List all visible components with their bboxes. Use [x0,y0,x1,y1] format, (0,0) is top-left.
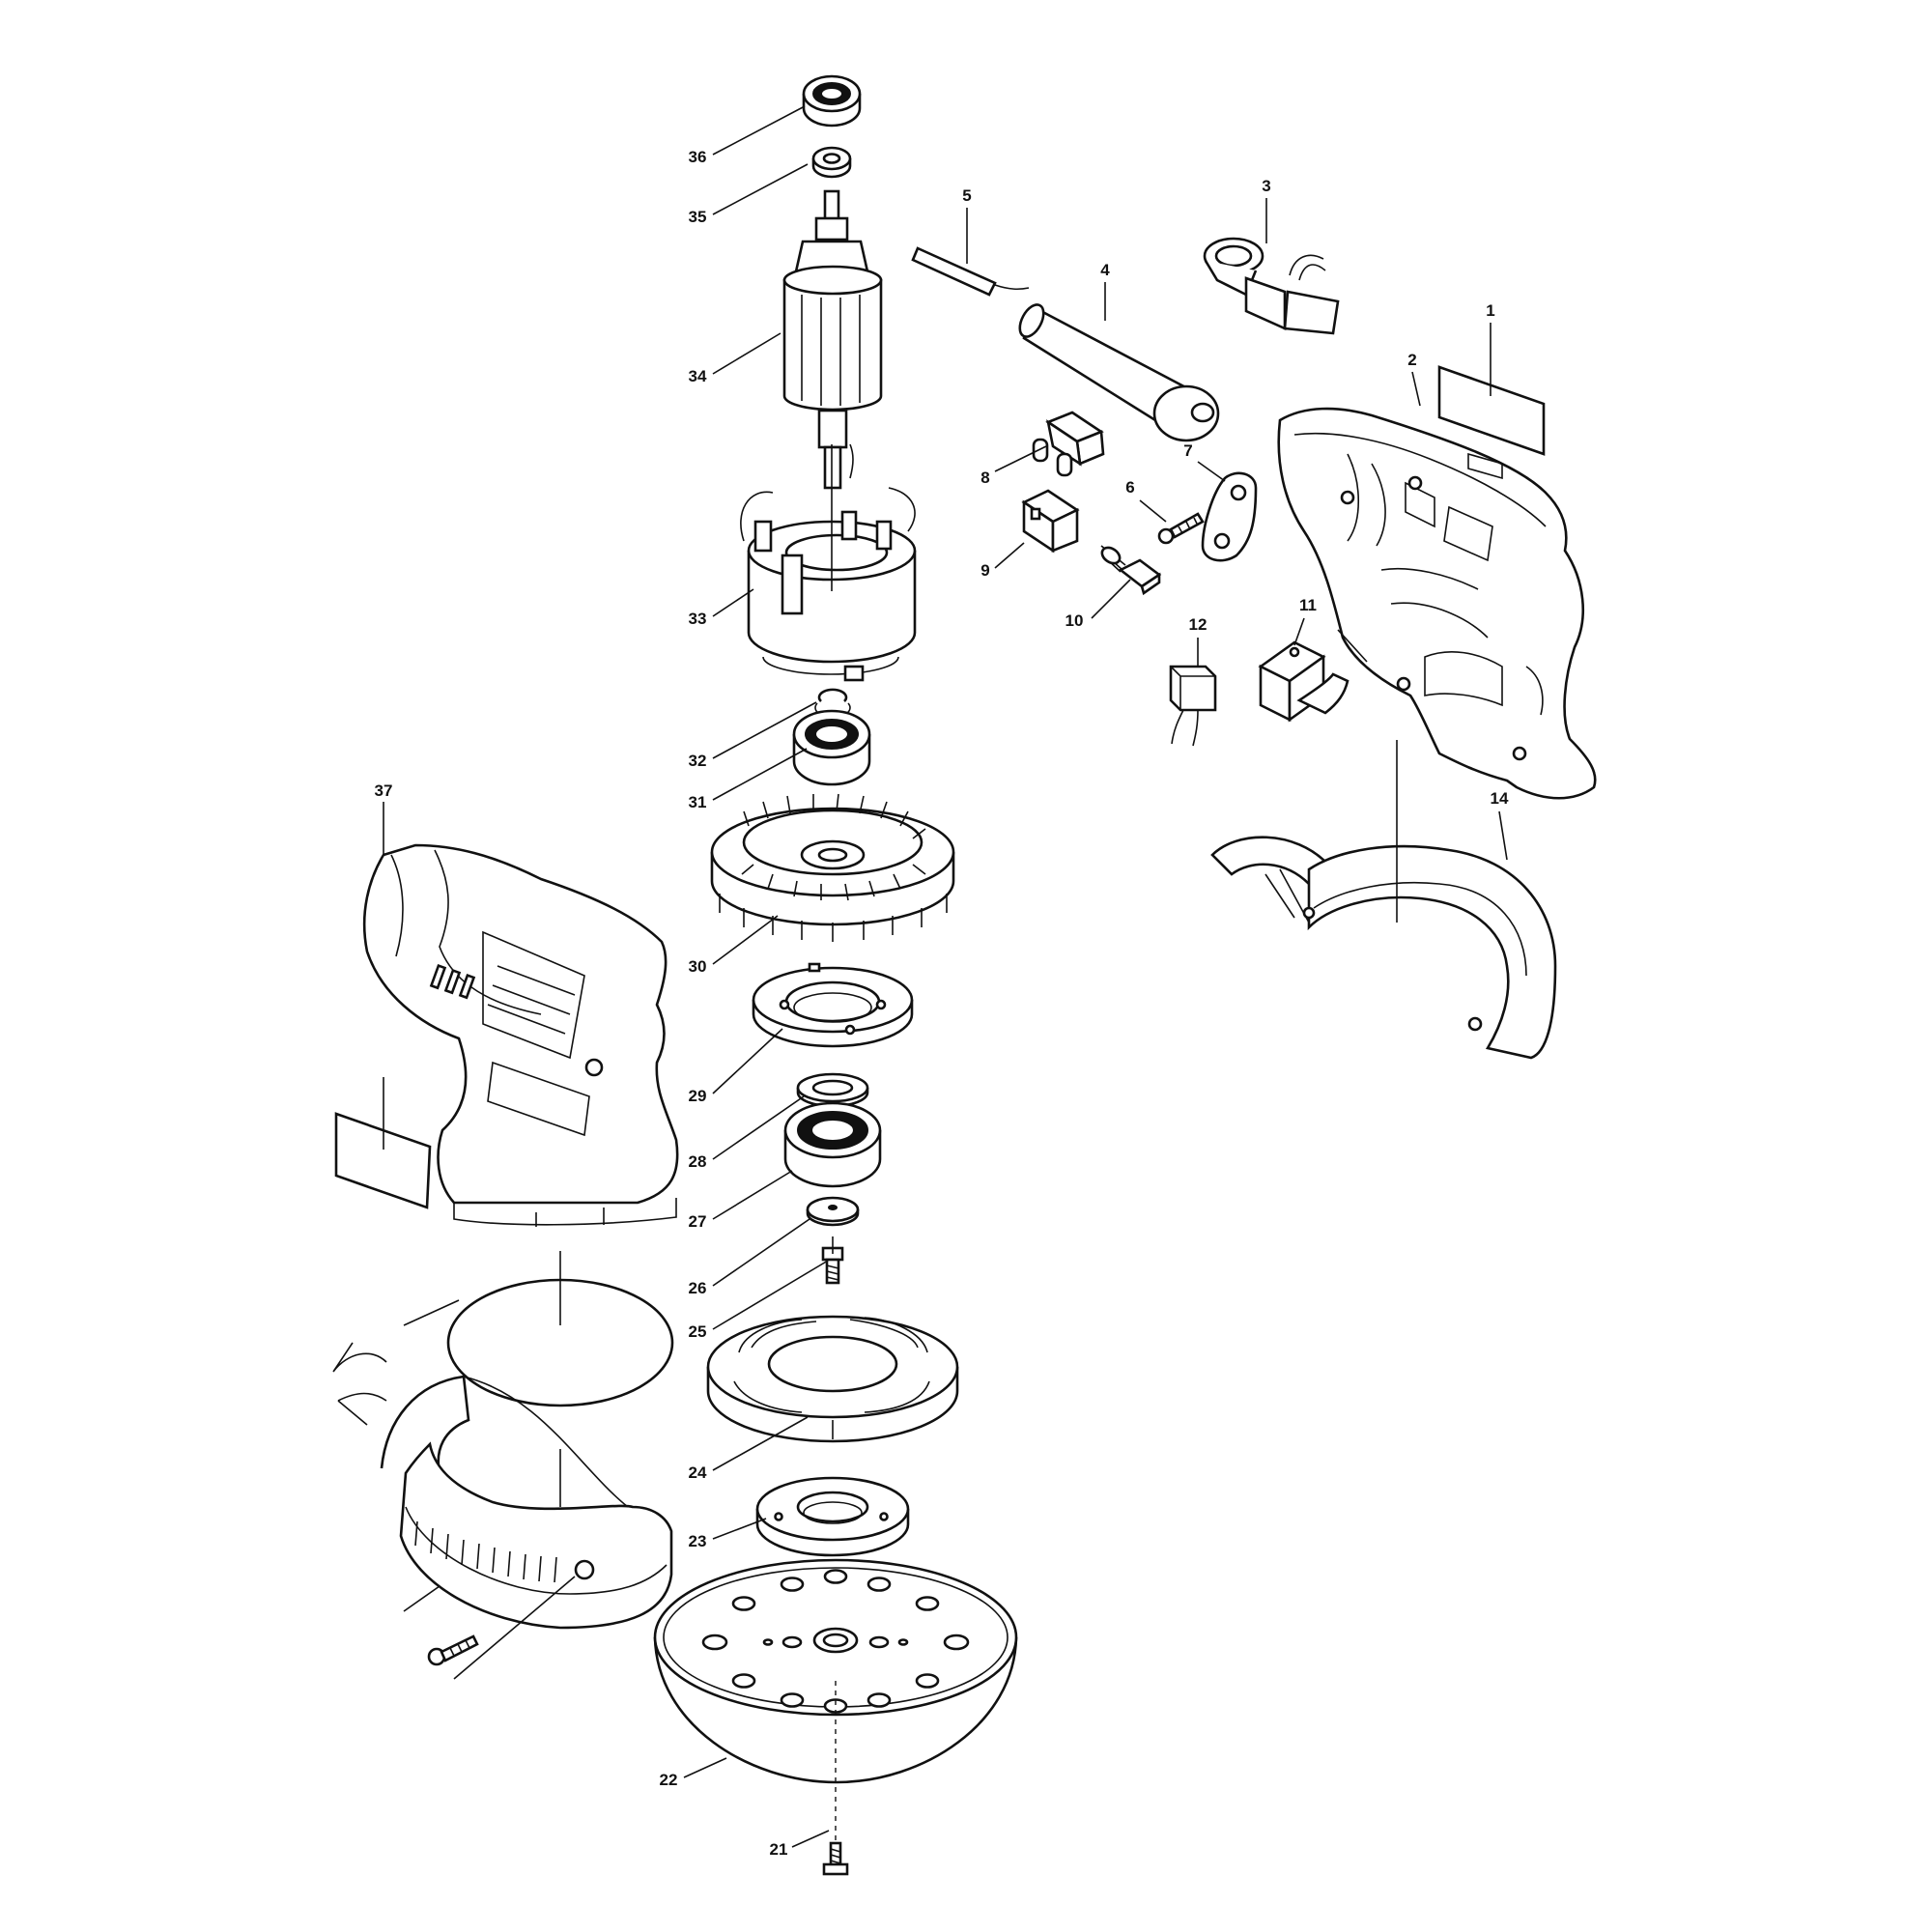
part-8-brush-holder [1032,411,1105,477]
assembly-lines [559,444,1398,1845]
part-4-cord-guard [1018,303,1220,442]
part-36-dust-cover [332,1342,673,1630]
part-37-screw [427,1634,479,1666]
callout-18: 22 [660,1771,678,1789]
callout-14: 14 [1491,789,1509,808]
callout-31: 35 [689,208,707,226]
callout-19: 23 [689,1532,707,1550]
part-1-label [1437,365,1546,456]
callout-32: 36 [689,148,707,166]
callout-33: 37 [375,781,393,800]
part-7-clamp [1201,471,1258,562]
callout-12: 12 [1189,615,1208,634]
part-32-bearing [802,74,862,128]
callout-17: 21 [770,1840,788,1859]
callout-24: 28 [689,1152,707,1171]
callout-30: 34 [689,367,707,385]
callout-3: 3 [1262,177,1270,195]
callout-27: 31 [689,793,707,811]
part-29-field [740,487,917,682]
part-5-cord [911,246,1030,297]
callout-25: 29 [689,1087,707,1105]
part-14-baffle [1210,836,1557,1060]
part-26-fan [710,793,955,942]
part-10-carbon-brush [1100,545,1162,596]
part-34-label [334,1112,432,1209]
part-20-pad-base [706,1315,959,1443]
callout-2: 2 [1407,351,1416,369]
part-22-washer [806,1196,860,1227]
callout-23: 27 [689,1212,707,1231]
part-19-flange [755,1476,910,1557]
part-31-washer [811,146,852,179]
part-17-screw [822,1841,849,1876]
callout-8: 8 [980,469,989,487]
part-12-capacitor [1169,665,1217,747]
callout-6: 6 [1125,478,1134,497]
callout-5: 5 [962,186,971,205]
callout-21: 25 [689,1322,707,1341]
callout-22: 26 [689,1279,707,1297]
callout-29: 33 [689,610,707,628]
leader-lines [383,105,1508,1848]
callout-1: 1 [1486,301,1494,320]
part-27-bearing [792,709,871,786]
part-30-armature [782,189,883,490]
part-2-housing [1277,407,1597,800]
part-3-switch [1203,237,1340,335]
part-9-brush-holder [1021,489,1080,554]
callout-10: 10 [1065,611,1084,630]
part-11-switch [1258,640,1350,723]
part-28-ring [814,688,851,719]
callout-labels: 36 35 34 33 32 31 30 29 28 27 26 25 24 2… [375,148,1509,1859]
callout-11: 11 [1299,596,1317,614]
part-23-bearing [783,1101,882,1188]
callout-9: 9 [980,561,989,580]
part-33-housing [362,843,679,1227]
part-25-retainer [752,962,914,1048]
callout-20: 24 [689,1463,707,1482]
part-24-washer [796,1072,869,1108]
part-21-screw [821,1246,844,1285]
callout-26: 30 [689,957,707,976]
part-6-screw [1157,512,1205,545]
callout-7: 7 [1183,441,1192,460]
callout-4: 4 [1100,261,1110,279]
callout-28: 32 [689,752,707,770]
